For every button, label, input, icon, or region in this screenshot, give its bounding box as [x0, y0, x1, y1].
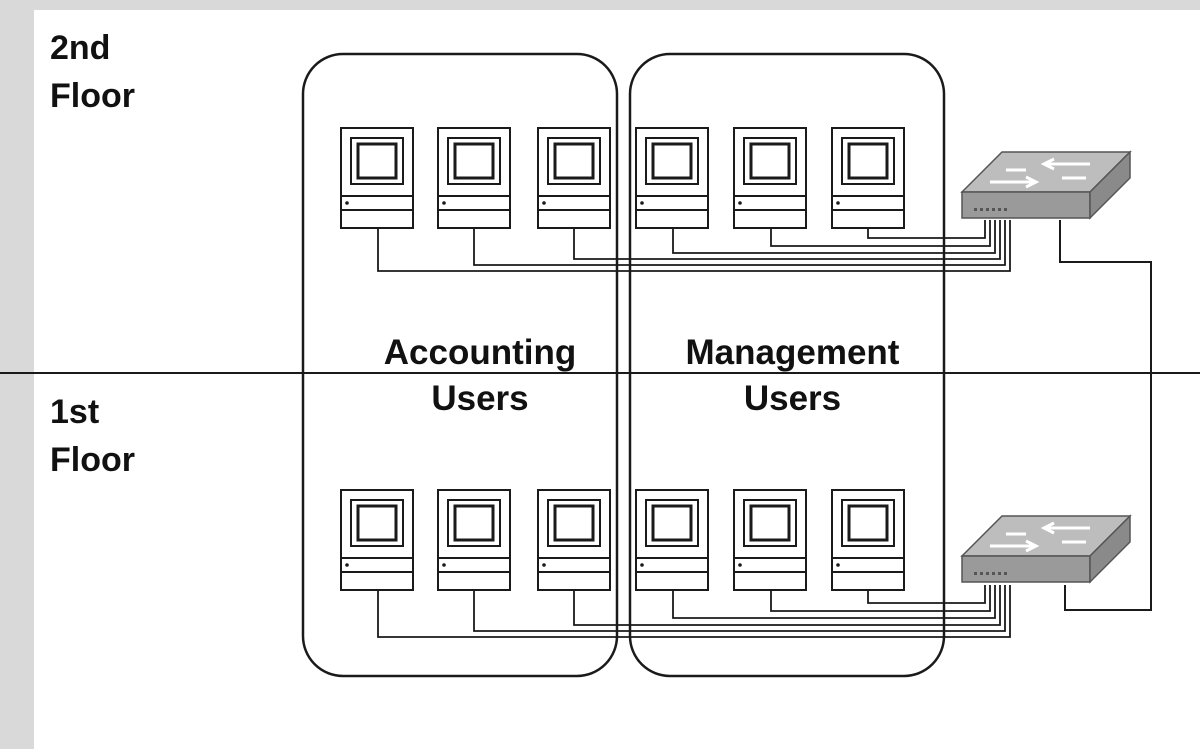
floor-label-2nd-line1: 2nd: [50, 29, 111, 67]
desktop-computer-icon: [436, 488, 512, 592]
desktop-computer-icon: [732, 126, 808, 230]
floor-label-1st: 1st Floor: [50, 388, 135, 484]
floor-label-2nd: 2nd Floor: [50, 24, 135, 120]
group-label-accounting-line2: Users: [431, 379, 529, 418]
desktop-computer-icon: [339, 126, 415, 230]
group-label-management-line2: Users: [743, 379, 842, 418]
desktop-computer-icon: [634, 126, 710, 230]
group-label-management: Management Users: [640, 330, 945, 422]
group-label-management-line1: Management: [685, 333, 900, 372]
desktop-computer-icon: [536, 488, 612, 592]
desktop-computer-icon: [830, 126, 906, 230]
trunk-link: [1059, 220, 1152, 611]
management-vlan-boundary: [628, 52, 946, 678]
cabling-1st-floor: [377, 585, 1011, 638]
group-label-accounting: Accounting Users: [330, 330, 630, 422]
group-label-accounting-line1: Accounting: [383, 333, 577, 372]
desktop-computer-icon: [830, 488, 906, 592]
cabling-2nd-floor: [377, 220, 1011, 272]
desktop-computer-icon: [339, 488, 415, 592]
accounting-vlan-boundary: [301, 52, 619, 678]
floor-label-1st-line1: 1st: [50, 393, 100, 431]
desktop-computer-icon: [634, 488, 710, 592]
desktop-computer-icon: [732, 488, 808, 592]
desktop-computer-icon: [436, 126, 512, 230]
floor-label-1st-line2: Floor: [50, 441, 135, 479]
floor-label-2nd-line2: Floor: [50, 77, 135, 115]
desktop-computer-icon: [536, 126, 612, 230]
